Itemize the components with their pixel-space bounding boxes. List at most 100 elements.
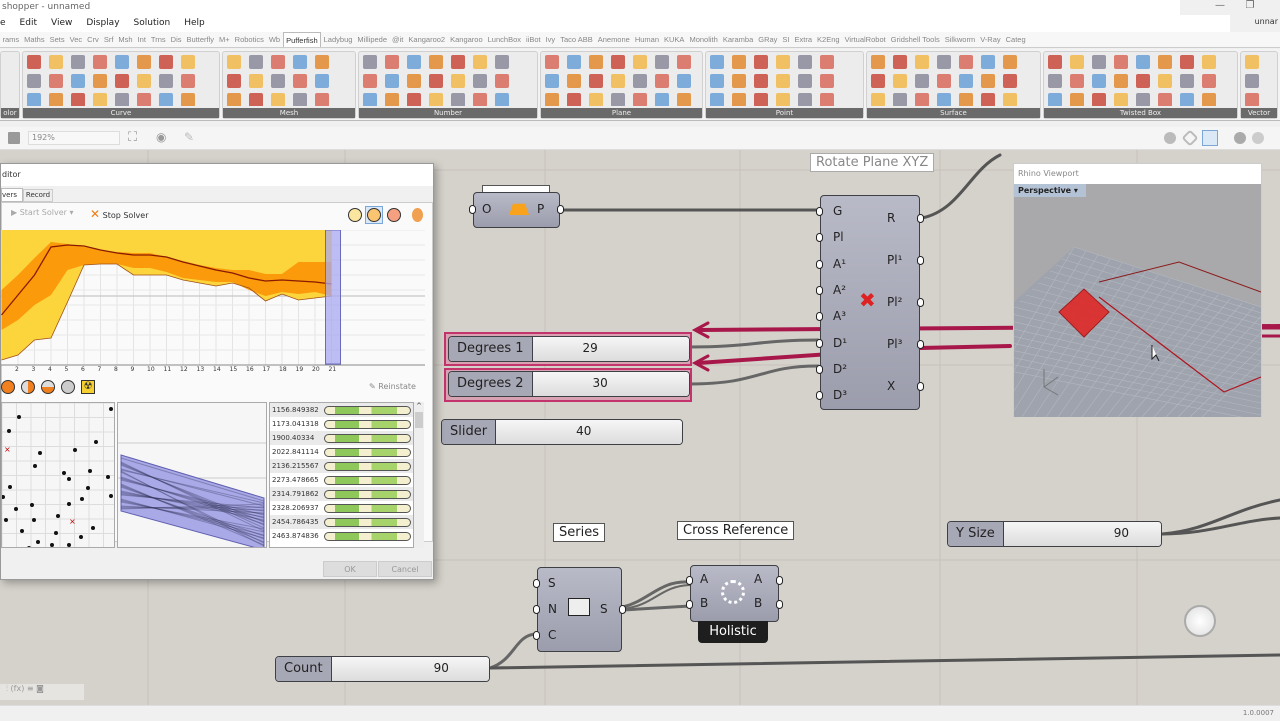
component-tool-icon[interactable] bbox=[915, 93, 929, 106]
component-tool-icon[interactable] bbox=[473, 55, 487, 69]
tab-kuka[interactable]: KUKA bbox=[664, 35, 685, 44]
fitness-list-item[interactable]: 1900.40334 bbox=[270, 431, 413, 445]
component-tool-icon[interactable] bbox=[1158, 93, 1172, 106]
component-tool-icon[interactable] bbox=[820, 74, 834, 88]
input-pin[interactable] bbox=[816, 207, 823, 216]
display-mode-icon[interactable] bbox=[1234, 132, 1246, 144]
tab-ladybug[interactable]: Ladybug bbox=[323, 35, 353, 44]
component-tool-icon[interactable] bbox=[49, 74, 63, 88]
fitness-list-item[interactable]: 2328.206937 bbox=[270, 501, 413, 515]
component-tool-icon[interactable] bbox=[589, 93, 603, 106]
output-pin[interactable] bbox=[917, 256, 924, 265]
component-tool-icon[interactable] bbox=[451, 74, 465, 88]
component-tool-icon[interactable] bbox=[633, 93, 647, 106]
tab-v-ray[interactable]: V-Ray bbox=[980, 35, 1001, 44]
slider-value[interactable]: 30 bbox=[592, 376, 608, 390]
output-pin[interactable] bbox=[776, 600, 783, 609]
component-tool-icon[interactable] bbox=[959, 93, 973, 106]
component-tool-icon[interactable] bbox=[1003, 55, 1017, 69]
component-tool-icon[interactable] bbox=[93, 93, 107, 106]
component-tool-icon[interactable] bbox=[893, 74, 907, 88]
component-tool-icon[interactable] bbox=[798, 74, 812, 88]
component-tool-icon[interactable] bbox=[1114, 74, 1128, 88]
component-tool-icon[interactable] bbox=[385, 74, 399, 88]
fitness-list-scrollbar[interactable]: ^ bbox=[414, 402, 424, 548]
display-mode-2-icon[interactable] bbox=[1252, 132, 1264, 144]
component-tool-icon[interactable] bbox=[1114, 55, 1128, 69]
component-tool-icon[interactable] bbox=[93, 74, 107, 88]
component-tool-icon[interactable] bbox=[776, 93, 790, 106]
input-pin[interactable] bbox=[686, 600, 693, 609]
component-tool-icon[interactable] bbox=[49, 55, 63, 69]
cross-reference-mode[interactable]: Holistic bbox=[698, 621, 768, 643]
component-tool-icon[interactable] bbox=[27, 74, 41, 88]
component-tool-icon[interactable] bbox=[633, 74, 647, 88]
component-tool-icon[interactable] bbox=[27, 55, 41, 69]
menu-file[interactable]: e bbox=[0, 18, 6, 28]
component-tool-icon[interactable] bbox=[71, 93, 85, 106]
input-pin[interactable] bbox=[816, 259, 823, 269]
component-tool-icon[interactable] bbox=[407, 55, 421, 69]
tab-record[interactable]: Record bbox=[23, 189, 53, 202]
fitness-list-item[interactable]: 2273.478665 bbox=[270, 473, 413, 487]
component-tool-icon[interactable] bbox=[1092, 74, 1106, 88]
tab-msh[interactable]: Msh bbox=[118, 35, 133, 44]
slider-degrees-2[interactable]: Degrees 2 30 bbox=[448, 371, 690, 397]
component-tool-icon[interactable] bbox=[1180, 55, 1194, 69]
component-tool-icon[interactable] bbox=[1070, 93, 1084, 106]
component-tool-icon[interactable] bbox=[1245, 93, 1259, 106]
component-tool-icon[interactable] bbox=[611, 74, 625, 88]
menu-help[interactable]: Help bbox=[184, 18, 205, 28]
component-tool-icon[interactable] bbox=[545, 55, 559, 69]
input-pin[interactable] bbox=[816, 391, 823, 401]
component-tool-icon[interactable] bbox=[1070, 55, 1084, 69]
component-tool-icon[interactable] bbox=[385, 93, 399, 106]
component-tool-icon[interactable] bbox=[315, 93, 329, 106]
component-tool-icon[interactable] bbox=[732, 55, 746, 69]
component-tool-icon[interactable] bbox=[754, 55, 768, 69]
component-tool-icon[interactable] bbox=[893, 55, 907, 69]
component-tool-icon[interactable] bbox=[937, 93, 951, 106]
component-tool-icon[interactable] bbox=[71, 55, 85, 69]
component-tool-icon[interactable] bbox=[1070, 74, 1084, 88]
tab-pufferfish[interactable]: Pufferfish bbox=[282, 32, 322, 47]
tab-kangaroo2[interactable]: Kangaroo2 bbox=[408, 35, 446, 44]
fitness-list-item[interactable]: 2454.786435 bbox=[270, 515, 413, 529]
slider-degrees-1[interactable]: Degrees 1 29 bbox=[448, 336, 690, 362]
input-pin[interactable] bbox=[816, 233, 823, 243]
output-pin[interactable] bbox=[917, 340, 924, 349]
tab-maths[interactable]: Maths bbox=[24, 35, 45, 44]
series-component[interactable]: S N C S bbox=[533, 567, 626, 652]
component-tool-icon[interactable] bbox=[115, 93, 129, 106]
component-tool-icon[interactable] bbox=[429, 74, 443, 88]
component-tool-icon[interactable] bbox=[1048, 55, 1062, 69]
tab-int[interactable]: Int bbox=[137, 35, 146, 44]
component-tool-icon[interactable] bbox=[27, 93, 41, 106]
slider-value[interactable]: 40 bbox=[576, 424, 592, 438]
component-tool-icon[interactable] bbox=[227, 93, 241, 106]
reinstate-button[interactable]: ✎ Reinstate bbox=[369, 382, 416, 391]
component-tool-icon[interactable] bbox=[473, 74, 487, 88]
xy-plane-component[interactable]: O P bbox=[469, 192, 564, 228]
component-tool-icon[interactable] bbox=[1245, 55, 1259, 69]
component-tool-icon[interactable] bbox=[451, 93, 465, 106]
component-tool-icon[interactable] bbox=[981, 55, 995, 69]
preview-eye-icon[interactable]: ◉ bbox=[156, 130, 167, 144]
component-tool-icon[interactable] bbox=[1092, 55, 1106, 69]
component-tool-icon[interactable] bbox=[655, 55, 669, 69]
component-tool-icon[interactable] bbox=[1158, 74, 1172, 88]
tab-m-[interactable]: M+ bbox=[219, 35, 230, 44]
tab-extra[interactable]: Extra bbox=[794, 35, 813, 44]
component-tool-icon[interactable] bbox=[1202, 93, 1216, 106]
cancel-button[interactable]: Cancel bbox=[378, 561, 432, 577]
component-tool-icon[interactable] bbox=[754, 74, 768, 88]
fitness-list-item[interactable]: 1156.849382 bbox=[270, 403, 413, 417]
component-tool-icon[interactable] bbox=[1114, 93, 1128, 106]
tab-millipede[interactable]: Millipede bbox=[357, 35, 388, 44]
component-tool-icon[interactable] bbox=[1136, 55, 1150, 69]
component-tool-icon[interactable] bbox=[710, 55, 724, 69]
component-tool-icon[interactable] bbox=[820, 55, 834, 69]
menu-solution[interactable]: Solution bbox=[133, 18, 171, 28]
zoom-extents-icon[interactable]: ⛶ bbox=[128, 130, 138, 145]
